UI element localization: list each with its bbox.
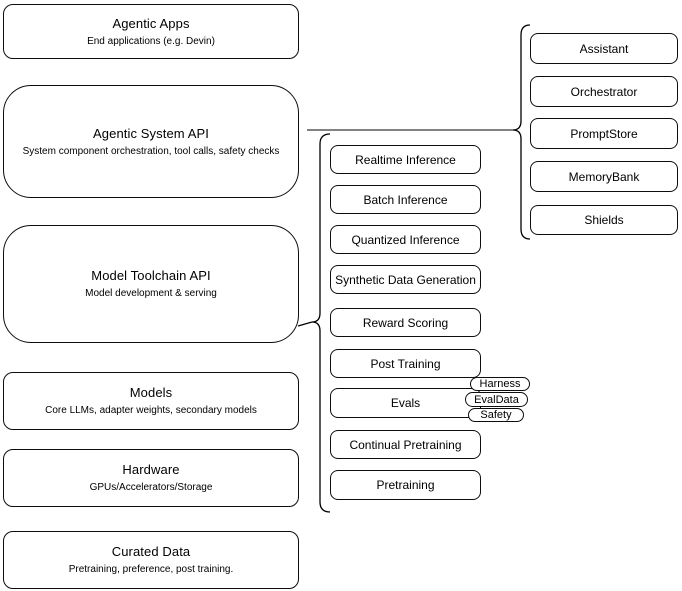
box-title: Hardware bbox=[122, 462, 180, 477]
box-reward-scoring: Reward Scoring bbox=[330, 308, 481, 337]
box-title: Models bbox=[129, 385, 173, 400]
box-label: Continual Pretraining bbox=[349, 437, 462, 452]
box-label: Orchestrator bbox=[570, 84, 638, 99]
box-title: Agentic System API bbox=[93, 125, 209, 141]
box-label: Assistant bbox=[579, 41, 629, 56]
box-promptstore: PromptStore bbox=[530, 118, 678, 149]
box-label: Synthetic Data Generation bbox=[335, 272, 476, 287]
box-label: PromptStore bbox=[570, 126, 638, 141]
box-shields: Shields bbox=[530, 205, 678, 235]
box-title: Model Toolchain API bbox=[91, 268, 211, 283]
box-label: MemoryBank bbox=[568, 169, 640, 184]
box-curated-data: Curated Data Pretraining, preference, po… bbox=[3, 531, 299, 589]
tag-evaldata: EvalData bbox=[465, 392, 528, 407]
box-assistant: Assistant bbox=[530, 33, 678, 64]
box-label: Batch Inference bbox=[363, 192, 448, 207]
box-subtitle: Core LLMs, adapter weights, secondary mo… bbox=[45, 405, 257, 416]
box-subtitle: End applications (e.g. Devin) bbox=[87, 35, 215, 47]
box-label: Realtime Inference bbox=[355, 152, 456, 167]
tag-label: Safety bbox=[480, 409, 512, 421]
box-label: Shields bbox=[584, 213, 624, 227]
box-agentic-apps: Agentic Apps End applications (e.g. Devi… bbox=[3, 4, 299, 59]
box-continual-pretraining: Continual Pretraining bbox=[330, 430, 481, 459]
tag-harness: Harness bbox=[470, 377, 530, 391]
box-subtitle: Pretraining, preference, post training. bbox=[68, 564, 234, 575]
box-label: Evals bbox=[390, 396, 421, 410]
box-label: Reward Scoring bbox=[362, 315, 449, 330]
box-model-toolchain-api: Model Toolchain API Model development & … bbox=[3, 225, 299, 343]
box-label: Post Training bbox=[370, 356, 441, 371]
tag-label: EvalData bbox=[474, 393, 519, 406]
box-evals: Evals bbox=[330, 388, 481, 418]
box-agentic-system-api: Agentic System API System component orch… bbox=[3, 85, 299, 198]
box-memorybank: MemoryBank bbox=[530, 161, 678, 192]
box-post-training: Post Training bbox=[330, 349, 481, 378]
box-batch-inference: Batch Inference bbox=[330, 185, 481, 214]
box-title: Agentic Apps bbox=[112, 15, 190, 31]
box-orchestrator: Orchestrator bbox=[530, 76, 678, 107]
tag-label: Harness bbox=[479, 378, 521, 390]
box-subtitle: Model development & serving bbox=[85, 288, 217, 299]
box-subtitle: GPUs/Accelerators/Storage bbox=[89, 482, 213, 493]
box-label: Pretraining bbox=[376, 478, 435, 492]
box-synthetic-data-generation: Synthetic Data Generation bbox=[330, 265, 481, 294]
box-title: Curated Data bbox=[111, 544, 191, 559]
box-subtitle: System component orchestration, tool cal… bbox=[22, 145, 280, 157]
box-hardware: Hardware GPUs/Accelerators/Storage bbox=[3, 449, 299, 507]
box-models: Models Core LLMs, adapter weights, secon… bbox=[3, 372, 299, 430]
right-curly-brace bbox=[512, 24, 531, 240]
middle-curly-brace bbox=[311, 133, 331, 513]
box-label: Quantized Inference bbox=[351, 232, 460, 247]
box-quantized-inference: Quantized Inference bbox=[330, 225, 481, 254]
toolchain-connector-line bbox=[297, 321, 313, 327]
box-pretraining: Pretraining bbox=[330, 470, 481, 500]
box-realtime-inference: Realtime Inference bbox=[330, 145, 481, 174]
tag-safety: Safety bbox=[468, 408, 524, 422]
